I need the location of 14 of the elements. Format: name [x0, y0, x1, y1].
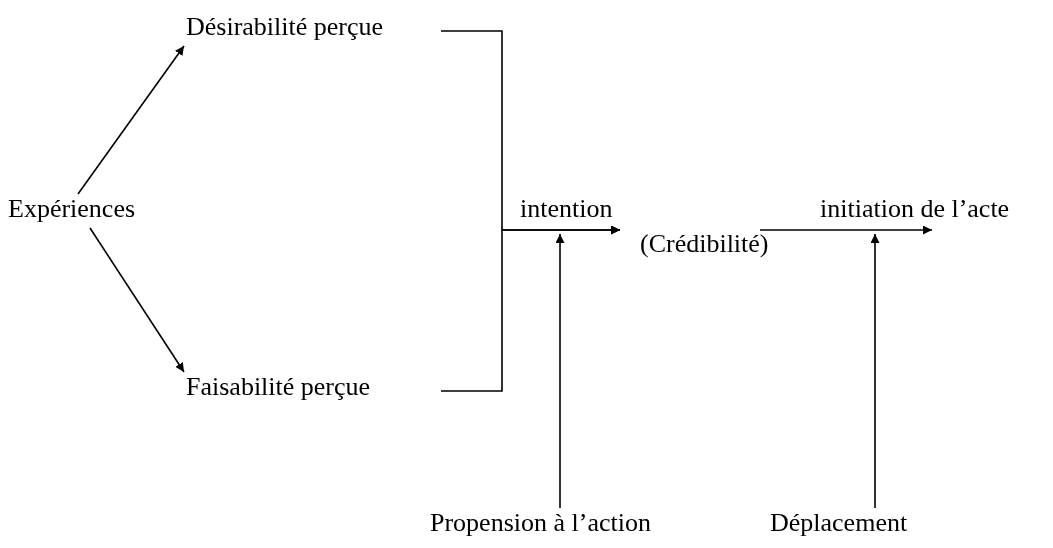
- node-label: Désirabilité perçue: [186, 12, 384, 42]
- node-label: initiation de l’acte: [820, 194, 1010, 224]
- arrow: [555, 233, 565, 509]
- node-label: Déplacement: [770, 508, 908, 538]
- arrow: [870, 233, 880, 509]
- node-label: Expériences: [8, 194, 136, 224]
- node-label: (Crédibilité): [640, 229, 769, 259]
- node-label: Faisabilité perçue: [186, 372, 371, 402]
- arrow: [440, 225, 621, 392]
- arrow: [759, 225, 933, 235]
- node-label: intention: [520, 194, 613, 224]
- node-label: Propension à l’action: [430, 508, 651, 538]
- arrow: [89, 227, 185, 373]
- arrow: [77, 45, 185, 195]
